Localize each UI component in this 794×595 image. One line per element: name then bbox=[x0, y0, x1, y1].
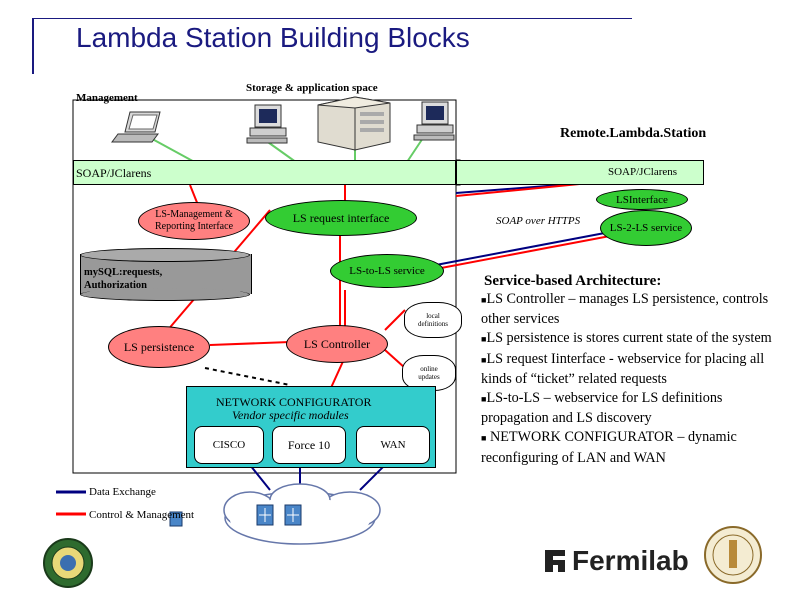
soap-bar bbox=[73, 160, 456, 185]
ls-interface-node: LSInterface bbox=[596, 189, 688, 210]
bullet-item: ■LS persistence is stores current state … bbox=[481, 329, 781, 349]
network-configurator-label: NETWORK CONFIGURATOR bbox=[216, 395, 372, 409]
ls-management-label: LS-Management & Reporting Interface bbox=[154, 209, 234, 232]
ls-2-ls-service-node: LS-2-LS service bbox=[600, 210, 692, 246]
remote-soap-bar bbox=[456, 160, 704, 185]
ls-management-node: LS-Management & Reporting Interface bbox=[138, 202, 250, 240]
bullet-item: ■LS request Iinterface - webservice for … bbox=[481, 350, 781, 389]
legend-data-exchange: Data Exchange bbox=[89, 486, 156, 498]
bullet-marker: ■ bbox=[481, 354, 487, 365]
cisco-module: CISCO bbox=[194, 426, 264, 464]
router-icon bbox=[169, 511, 183, 527]
architecture-heading: Service-based Architecture: bbox=[484, 273, 662, 289]
bullet-text: LS Controller – manages LS persistence, … bbox=[481, 291, 769, 328]
fermilab-logo-icon bbox=[545, 550, 565, 572]
bullet-item: ■LS Controller – manages LS persistence,… bbox=[481, 290, 781, 329]
local-definitions-label: local definitions bbox=[418, 312, 448, 328]
force10-label: Force 10 bbox=[287, 437, 331, 452]
router-icon bbox=[256, 504, 274, 526]
bullet-text: NETWORK CONFIGURATOR – dynamic reconfigu… bbox=[481, 429, 737, 466]
bullet-marker: ■ bbox=[481, 433, 487, 444]
doe-seal-icon bbox=[43, 538, 93, 588]
online-updates-node: online updates bbox=[402, 355, 456, 391]
architecture-bullets: ■LS Controller – manages LS persistence,… bbox=[481, 290, 781, 468]
wan-module: WAN bbox=[356, 426, 430, 464]
mysql-database: mySQL:requests, Authorization bbox=[80, 248, 252, 301]
soap-over-https-label: SOAP over HTTPS bbox=[496, 215, 581, 227]
force10-module: Force 10 bbox=[272, 426, 346, 464]
router-icon bbox=[284, 504, 302, 526]
bullet-marker: ■ bbox=[481, 334, 487, 345]
desktop-computer-icon bbox=[246, 104, 288, 144]
management-label: Management bbox=[76, 92, 138, 104]
page-title: Lambda Station Building Blocks bbox=[76, 22, 470, 53]
vendor-modules-label: Vendor specific modules bbox=[232, 408, 349, 422]
ls-controller-node: LS Controller bbox=[286, 325, 388, 363]
mysql-label: mySQL:requests, Authorization bbox=[84, 267, 163, 291]
cisco-label: CISCO bbox=[212, 439, 246, 451]
remote-lambda-station-label: Remote.Lambda.Station bbox=[560, 126, 707, 141]
desktop-computer-icon bbox=[413, 101, 455, 141]
storage-label: Storage & application space bbox=[246, 82, 378, 94]
server-icon bbox=[317, 96, 391, 151]
ls-2-ls-service-label: LS-2-LS service bbox=[609, 222, 683, 234]
bullet-item: ■LS-to-LS – webservice for LS definition… bbox=[481, 389, 781, 428]
fermilab-logo-text: Fermilab bbox=[572, 545, 689, 576]
bullet-marker: ■ bbox=[481, 394, 487, 405]
ls-request-interface-node: LS request interface bbox=[265, 200, 417, 236]
title-top-rule bbox=[32, 18, 632, 19]
bullet-text: LS persistence is stores current state o… bbox=[486, 330, 772, 347]
ls-to-ls-service-node: LS-to-LS service bbox=[330, 254, 444, 288]
title-left-rule bbox=[32, 18, 34, 74]
bullet-item: ■ NETWORK CONFIGURATOR – dynamic reconfi… bbox=[481, 428, 781, 467]
laptop-icon bbox=[111, 111, 161, 143]
ls-controller-label: LS Controller bbox=[303, 336, 371, 351]
cloud-icon bbox=[223, 483, 381, 545]
university-seal-icon bbox=[704, 526, 762, 584]
ls-request-interface-label: LS request interface bbox=[292, 210, 390, 225]
local-definitions-node: local definitions bbox=[404, 302, 462, 338]
ls-interface-label: LSInterface bbox=[616, 193, 668, 206]
soap-left-label: SOAP/JClarens bbox=[76, 166, 152, 180]
bullet-text: LS-to-LS – webservice for LS definitions… bbox=[481, 390, 723, 427]
ls-persistence-label: LS persistence bbox=[123, 339, 195, 354]
bullet-marker: ■ bbox=[481, 295, 487, 305]
soap-right-label: SOAP/JClarens bbox=[608, 166, 678, 178]
ls-persistence-node: LS persistence bbox=[108, 326, 210, 368]
ls-to-ls-service-label: LS-to-LS service bbox=[349, 265, 425, 277]
legend-control-management: Control & Management bbox=[89, 509, 195, 521]
wan-label: WAN bbox=[380, 439, 406, 451]
online-updates-label: online updates bbox=[418, 365, 440, 381]
bullet-text: LS request Iinterface - webservice for p… bbox=[481, 350, 765, 387]
